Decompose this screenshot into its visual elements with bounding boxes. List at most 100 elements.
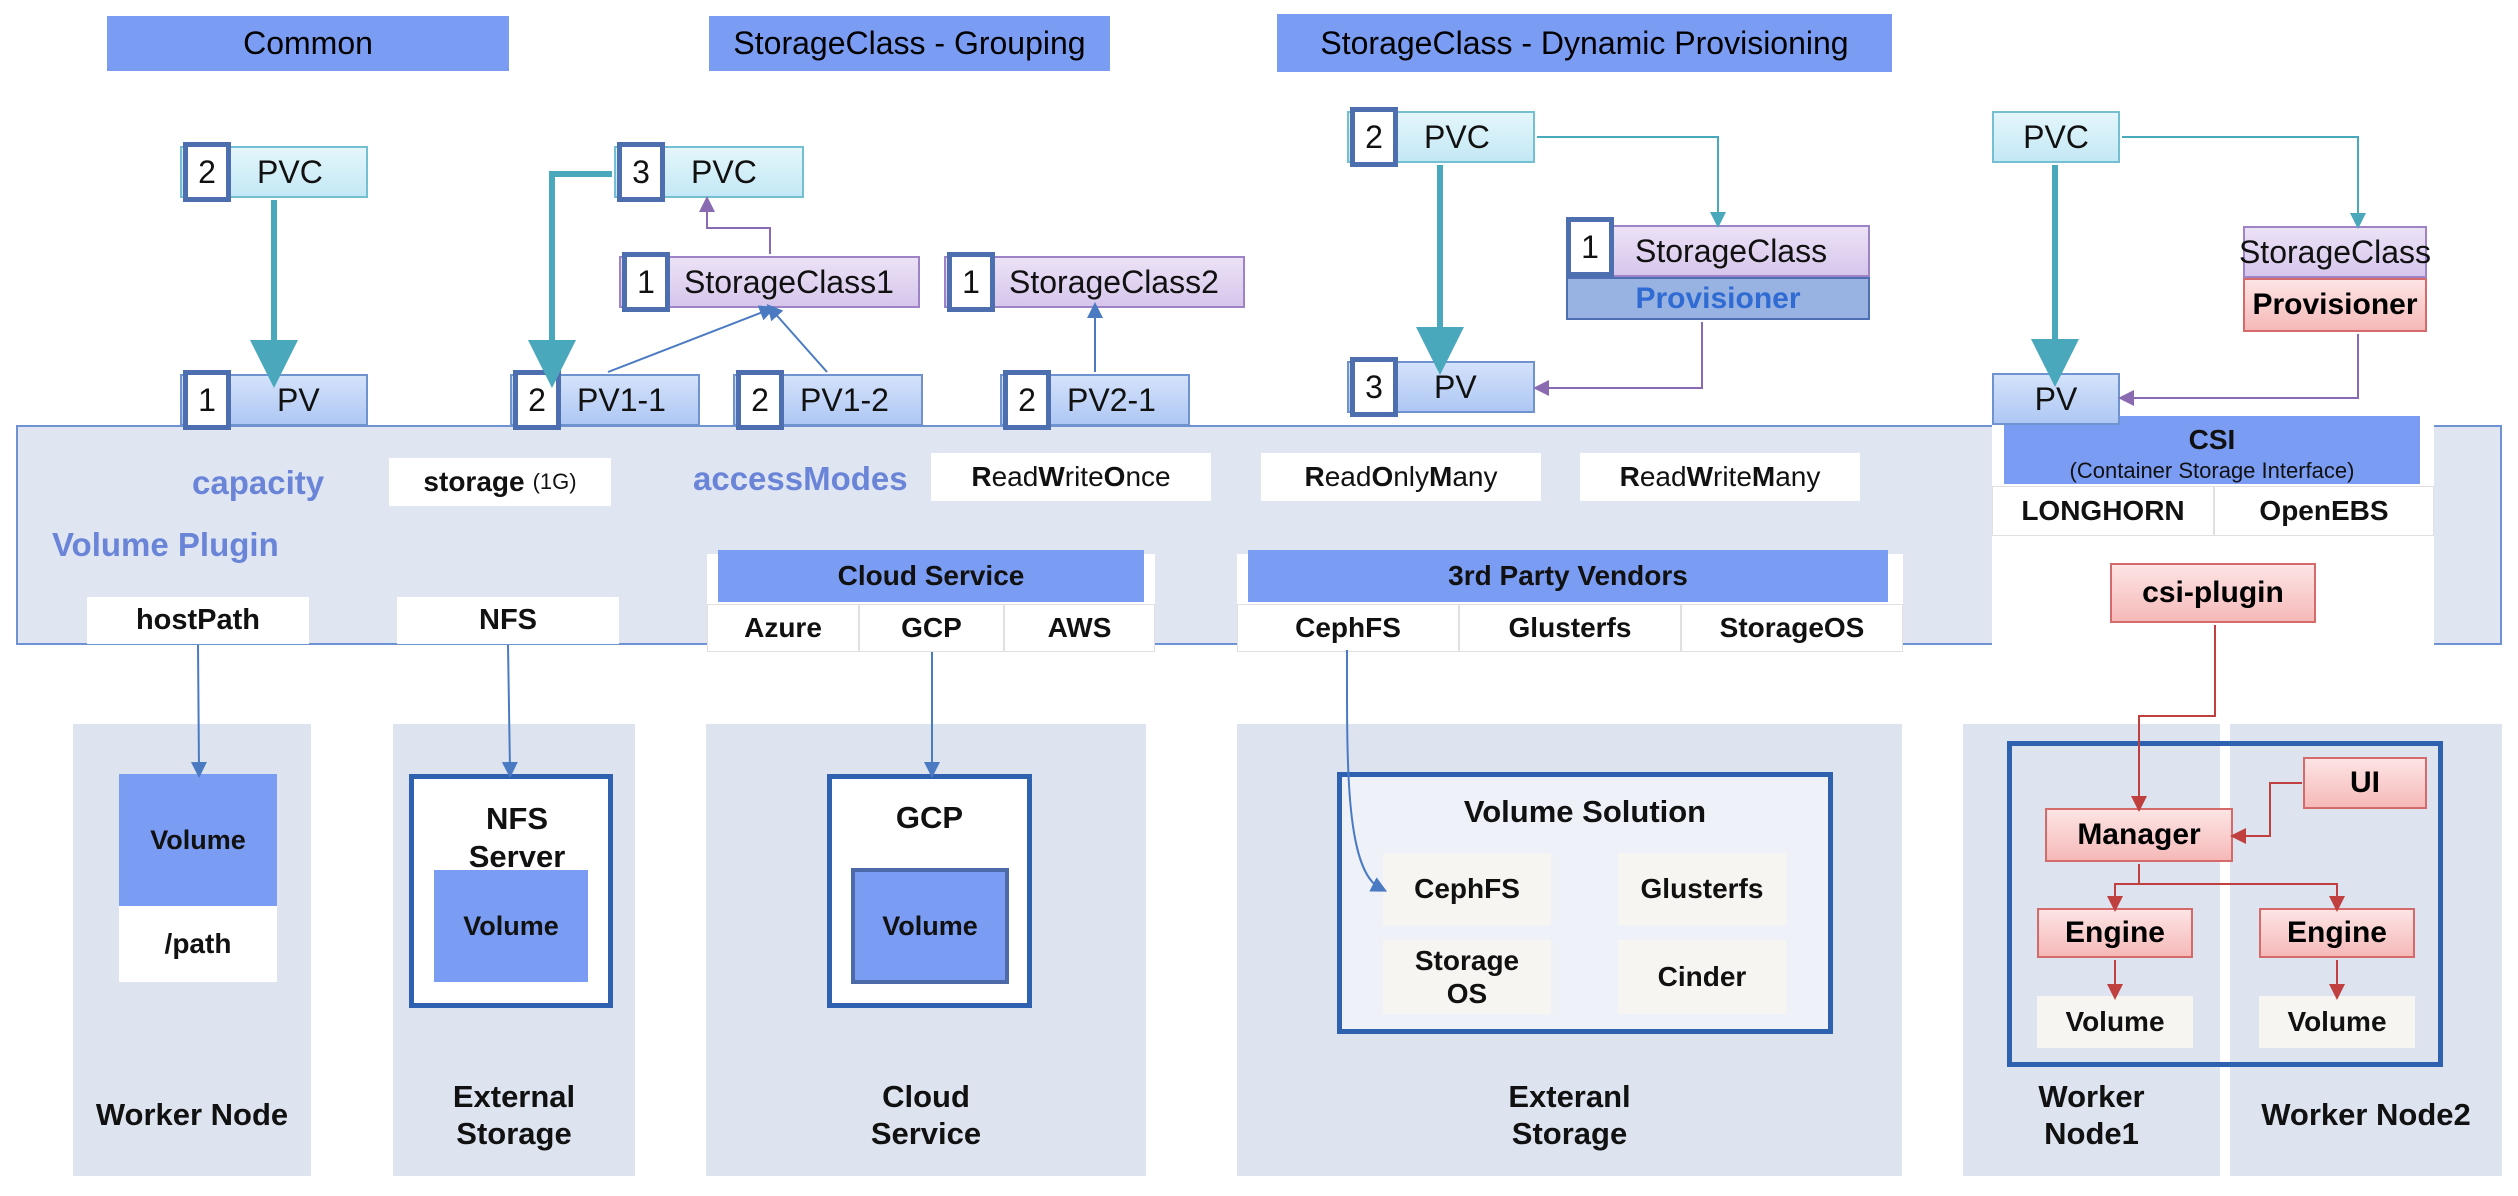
capacity-label: capacity xyxy=(192,464,325,501)
csi-head: CSI (Container Storage Interface) xyxy=(2004,416,2420,484)
worker-volume: Volume xyxy=(119,774,277,906)
cloud-azure: Azure xyxy=(707,604,859,652)
csi-subtitle: (Container Storage Interface) xyxy=(2069,458,2355,483)
nfs-server-label: NFS Server xyxy=(468,801,566,874)
dynamic-provisioner: Provisioner xyxy=(1566,277,1870,320)
gcp-title: GCP xyxy=(895,800,964,835)
worker-node2-label: Worker Node2 xyxy=(2261,1097,2471,1132)
rwm-segment-3: rite xyxy=(1713,461,1752,492)
line-plugin-manager xyxy=(2131,625,2216,812)
line-csi-pvc-sc xyxy=(2122,136,2366,229)
grouping-sc1-num: 1 xyxy=(622,252,670,312)
grouping-pv21-num: 2 xyxy=(1003,370,1051,430)
worker-node1-label: Worker Node1 xyxy=(2038,1079,2145,1151)
line-hostpath-volume xyxy=(190,644,207,778)
solution-cephfs: CephFS xyxy=(1383,853,1551,925)
header-grouping: StorageClass - Grouping xyxy=(709,16,1110,71)
worker-node-label: Worker Node xyxy=(95,1097,289,1132)
vendor-cephfs: CephFS xyxy=(1237,604,1459,652)
line-ui-manager xyxy=(2230,782,2302,844)
longhorn-volume1: Volume xyxy=(2037,996,2193,1048)
grouping-pv12: PV1-2 xyxy=(733,374,923,426)
line-provisioner-pv xyxy=(1533,322,1703,396)
arrow-grouping-pvc-pv xyxy=(528,171,612,388)
volume-solution-title: Volume Solution xyxy=(1463,794,1707,829)
line-csi-provisioner-pv xyxy=(2118,334,2359,406)
solution-storageos: Storage OS xyxy=(1383,940,1551,1014)
longhorn-ui: UI xyxy=(2303,757,2427,809)
storage-sub: (1G) xyxy=(532,469,577,494)
plugin-nfs: NFS xyxy=(397,597,619,644)
rom-segment-0: R xyxy=(1304,461,1325,492)
rwm-segment-5: any xyxy=(1775,461,1821,492)
rwo-segment-0: R xyxy=(971,461,992,492)
nfs-volume: Volume xyxy=(434,870,588,982)
access-rom: ReadOnlyMany xyxy=(1261,453,1541,501)
rwm-segment-4: M xyxy=(1751,461,1776,492)
csi-sc: StorageClass xyxy=(2239,226,2431,278)
access-modes-label: accessModes xyxy=(693,460,908,497)
plugin-hostpath: hostPath xyxy=(87,597,309,644)
vendors-head: 3rd Party Vendors xyxy=(1248,550,1888,602)
longhorn-box xyxy=(2007,741,2443,1067)
line-manager-engine1 xyxy=(2107,864,2140,912)
csi-title: CSI xyxy=(2188,424,2236,455)
solution-glusterfs: Glusterfs xyxy=(1618,853,1786,925)
storage-main: storage xyxy=(423,466,525,497)
rwo-segment-1: ead xyxy=(991,461,1039,492)
rwo-segment-5: nce xyxy=(1125,461,1171,492)
csi-plugin: csi-plugin xyxy=(2110,563,2316,623)
rom-segment-1: ead xyxy=(1324,461,1372,492)
grouping-pv12-num: 2 xyxy=(736,370,784,430)
line-cephfs-solution xyxy=(1345,649,1388,892)
header-dynamic: StorageClass - Dynamic Provisioning xyxy=(1277,14,1892,72)
rwm-segment-0: R xyxy=(1619,461,1640,492)
line-manager-engine2 xyxy=(2139,883,2345,912)
longhorn-volume2: Volume xyxy=(2259,996,2415,1048)
common-pv-num: 1 xyxy=(183,370,231,430)
rwm-segment-1: ead xyxy=(1639,461,1687,492)
rom-segment-4: M xyxy=(1429,461,1453,492)
exteranl-storage-label: Exteranl Storage xyxy=(1508,1079,1631,1151)
rwm-segment-2: W xyxy=(1686,461,1713,492)
grouping-sc2-num: 1 xyxy=(947,252,995,312)
vendor-storageos: StorageOS xyxy=(1681,604,1903,652)
gcp-volume: Volume xyxy=(851,868,1009,984)
header-common: Common xyxy=(107,16,509,71)
longhorn-engine1: Engine xyxy=(2037,908,2193,958)
grouping-pvc-num: 3 xyxy=(617,142,665,202)
volume-plugin-label: Volume Plugin xyxy=(52,526,279,563)
line-dynamic-pvc-sc xyxy=(1537,136,1726,228)
longhorn-engine2: Engine xyxy=(2259,908,2415,958)
cloud-service-head: Cloud Service xyxy=(718,550,1144,602)
rom-segment-2: O xyxy=(1371,461,1394,492)
external-storage-label: External Storage xyxy=(452,1079,576,1151)
cloud-aws: AWS xyxy=(1004,604,1155,652)
solution-cinder: Cinder xyxy=(1618,940,1786,1014)
cloud-service-label: Cloud Service xyxy=(870,1079,982,1151)
line-pv11-sc1 xyxy=(607,305,776,373)
csi-longhorn: LONGHORN xyxy=(1992,486,2214,536)
line-sc1-pvc xyxy=(699,196,771,254)
common-pvc-num: 2 xyxy=(183,142,231,202)
csi-pvc: PVC xyxy=(1992,111,2120,163)
line-pv12-sc1 xyxy=(766,304,828,373)
access-rwm: ReadWriteMany xyxy=(1580,453,1860,501)
dynamic-sc-num: 1 xyxy=(1566,217,1614,277)
csi-openebs: OpenEBS xyxy=(2214,486,2434,536)
vendor-glusterfs: Glusterfs xyxy=(1459,604,1681,652)
csi-provisioner: Provisioner xyxy=(2243,278,2427,332)
worker-path: /path xyxy=(119,906,277,982)
storage-capacity-box: storage (1G) xyxy=(389,458,611,506)
dynamic-pv-num: 3 xyxy=(1350,357,1398,417)
rwo-segment-2: W xyxy=(1038,461,1065,492)
rwo-segment-3: rite xyxy=(1064,461,1104,492)
rwo-segment-4: O xyxy=(1103,461,1126,492)
access-rwo: ReadWriteOnce xyxy=(931,453,1211,501)
dynamic-pvc-num: 2 xyxy=(1350,107,1398,167)
line-nfs-server xyxy=(501,644,518,778)
cloud-gcp: GCP xyxy=(859,604,1004,652)
rom-segment-5: any xyxy=(1452,461,1498,492)
rom-segment-3: nly xyxy=(1393,461,1430,492)
